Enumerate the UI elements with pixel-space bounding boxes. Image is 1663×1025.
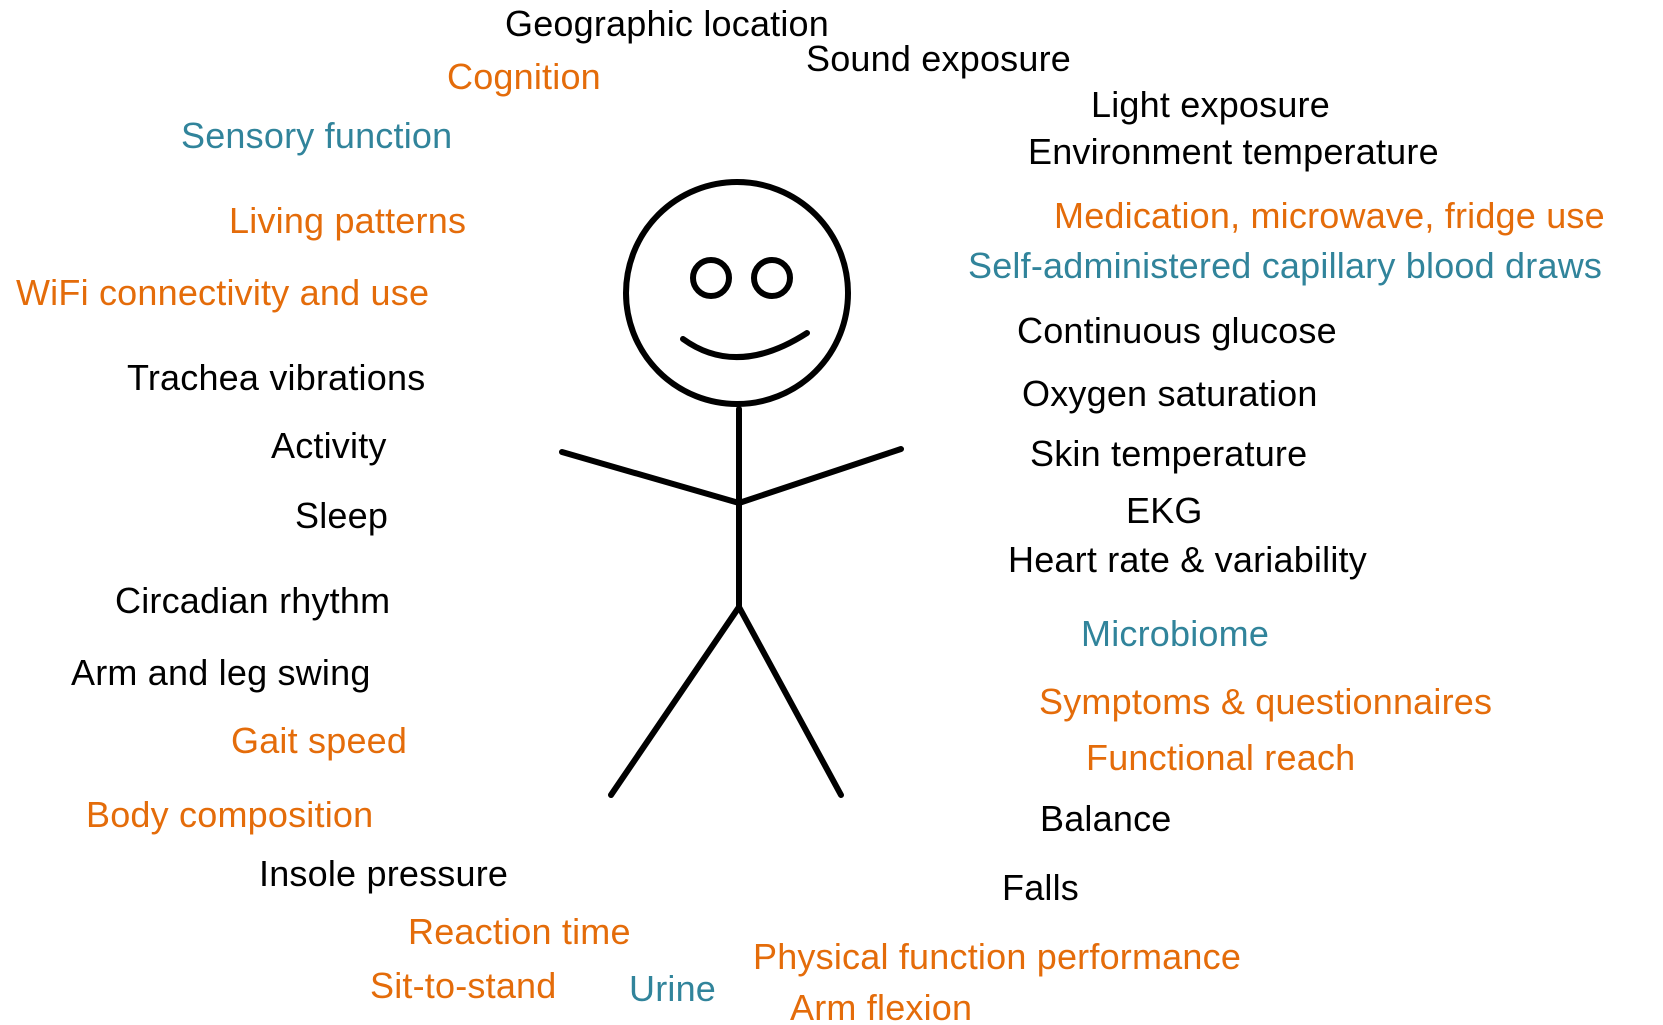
- label-symptoms: Symptoms & questionnaires: [1039, 680, 1492, 724]
- label-urine: Urine: [629, 967, 716, 1011]
- label-activity: Activity: [271, 424, 387, 468]
- label-microbiome: Microbiome: [1081, 612, 1269, 656]
- right-arm: [739, 449, 901, 503]
- label-balance: Balance: [1040, 797, 1172, 841]
- label-oxygen-saturation: Oxygen saturation: [1022, 372, 1318, 416]
- label-medication-use: Medication, microwave, fridge use: [1054, 194, 1605, 238]
- label-wifi: WiFi connectivity and use: [16, 271, 429, 315]
- mouth: [683, 333, 807, 357]
- label-trachea-vibrations: Trachea vibrations: [127, 356, 425, 400]
- label-ekg: EKG: [1126, 489, 1203, 533]
- right-eye: [754, 260, 790, 296]
- left-eye: [693, 260, 729, 296]
- right-leg: [739, 607, 841, 795]
- label-reaction-time: Reaction time: [408, 910, 631, 954]
- label-living-patterns: Living patterns: [229, 199, 466, 243]
- label-cognition: Cognition: [447, 55, 601, 99]
- label-functional-reach: Functional reach: [1086, 736, 1355, 780]
- label-arm-flexion: Arm flexion: [790, 986, 972, 1025]
- left-arm: [562, 452, 739, 503]
- label-insole-pressure: Insole pressure: [259, 852, 508, 896]
- head: [626, 182, 848, 404]
- label-geographic-location: Geographic location: [505, 2, 829, 46]
- label-light-exposure: Light exposure: [1091, 83, 1330, 127]
- label-capillary-blood: Self-administered capillary blood draws: [968, 244, 1602, 288]
- label-continuous-glucose: Continuous glucose: [1017, 309, 1337, 353]
- label-arm-leg-swing: Arm and leg swing: [71, 651, 371, 695]
- label-physical-function: Physical function performance: [753, 935, 1241, 979]
- label-body-composition: Body composition: [86, 793, 373, 837]
- label-skin-temperature: Skin temperature: [1030, 432, 1307, 476]
- left-leg: [611, 607, 739, 795]
- label-environment-temperature: Environment temperature: [1028, 130, 1439, 174]
- label-falls: Falls: [1002, 866, 1079, 910]
- label-sensory-function: Sensory function: [181, 114, 452, 158]
- label-heart-rate: Heart rate & variability: [1008, 538, 1367, 582]
- label-sit-to-stand: Sit-to-stand: [370, 964, 556, 1008]
- label-gait-speed: Gait speed: [231, 719, 407, 763]
- label-sleep: Sleep: [295, 494, 388, 538]
- label-sound-exposure: Sound exposure: [806, 37, 1071, 81]
- label-circadian-rhythm: Circadian rhythm: [115, 579, 390, 623]
